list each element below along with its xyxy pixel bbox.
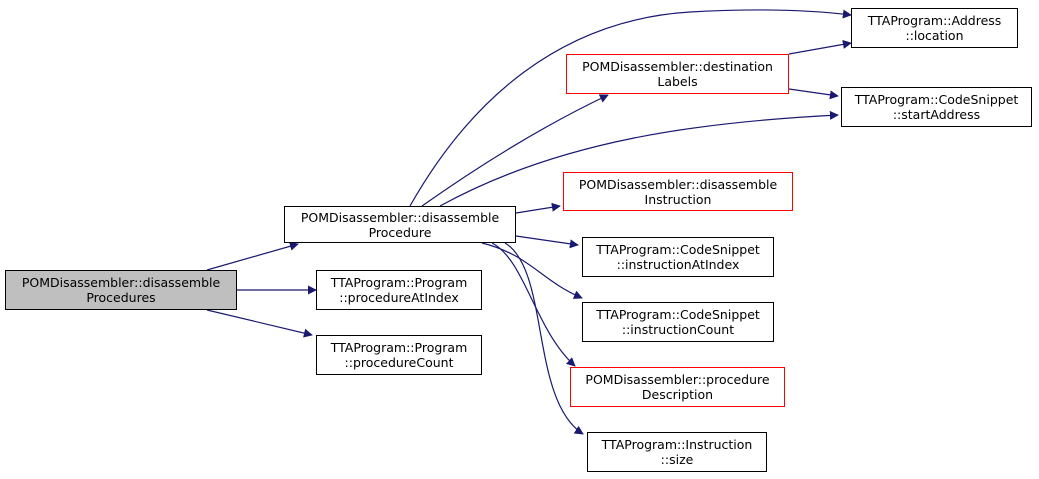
node-label-line2: ::startAddress xyxy=(892,107,981,122)
node-instruction-size[interactable]: TTAProgram::Instruction ::size xyxy=(587,432,767,472)
node-label-line2: ::location xyxy=(905,28,964,43)
node-label-line1: TTAProgram::CodeSnippet xyxy=(596,242,760,257)
node-label-line2: Instruction xyxy=(644,191,712,207)
node-label-line1: TTAProgram::CodeSnippet xyxy=(854,92,1019,107)
node-label-line1: TTAProgram::Address xyxy=(867,13,1002,28)
edge-root-to-procedure-count xyxy=(206,309,313,338)
edge-disassemble-procedure-to-procedure-description xyxy=(491,242,576,367)
node-label-line1: POMDisassembler::procedure xyxy=(585,372,770,387)
node-destination-labels[interactable]: POMDisassembler::destination Labels xyxy=(566,54,789,94)
node-disassemble-instruction[interactable]: POMDisassembler::disassemble Instruction xyxy=(563,172,793,211)
node-procedure-count[interactable]: TTAProgram::Program ::procedureCount xyxy=(316,335,482,375)
edge-disassemble-procedure-to-disassemble-instruction xyxy=(515,202,561,214)
node-label-line1: TTAProgram::Instruction xyxy=(601,437,753,452)
node-label-line1: POMDisassembler::destination xyxy=(582,59,773,74)
node-label-line1: POMDisassembler::disassemble xyxy=(21,275,221,290)
node-label-line2: ::instructionAtIndex xyxy=(616,257,740,272)
node-disassemble-procedures[interactable]: POMDisassembler::disassemble Procedures xyxy=(5,270,237,310)
node-label-line2: Description xyxy=(641,387,714,402)
edge-destination-labels-to-start-address xyxy=(788,88,839,100)
node-label-line1: POMDisassembler::disassemble xyxy=(300,209,500,225)
node-label-line2: Labels xyxy=(657,74,698,89)
node-label-line1: POMDisassembler::disassemble xyxy=(578,176,778,192)
node-label-line1: TTAProgram::CodeSnippet xyxy=(596,307,760,322)
node-label-line1: TTAProgram::Program xyxy=(330,275,468,290)
node-label-line2: ::procedureCount xyxy=(344,355,454,370)
node-label-line2: ::size xyxy=(660,452,694,467)
node-address-location[interactable]: TTAProgram::Address ::location xyxy=(851,8,1018,48)
node-instruction-at-index[interactable]: TTAProgram::CodeSnippet ::instructionAtI… xyxy=(582,237,774,277)
node-procedure-description[interactable]: POMDisassembler::procedure Description xyxy=(570,367,785,407)
node-label-line2: ::instructionCount xyxy=(621,322,735,337)
node-start-address[interactable]: TTAProgram::CodeSnippet ::startAddress xyxy=(841,87,1032,127)
edge-disassemble-procedure-to-start-address xyxy=(439,110,839,207)
edge-destination-labels-to-address-location xyxy=(788,39,852,55)
node-label-line2: Procedure xyxy=(368,224,432,240)
edge-disassemble-procedure-to-address-location xyxy=(409,9,852,207)
node-label-line1: TTAProgram::Program xyxy=(330,340,468,355)
node-disassemble-procedure[interactable]: POMDisassembler::disassemble Procedure xyxy=(284,206,516,243)
edge-disassemble-procedure-to-instruction-count xyxy=(481,242,583,299)
node-procedure-at-index[interactable]: TTAProgram::Program ::procedureAtIndex xyxy=(316,270,482,310)
node-label-line2: Procedures xyxy=(86,290,156,305)
edge-disassemble-procedure-to-destination-labels xyxy=(421,94,609,207)
node-label-line2: ::procedureAtIndex xyxy=(339,290,459,305)
node-instruction-count[interactable]: TTAProgram::CodeSnippet ::instructionCou… xyxy=(582,302,774,342)
edge-root-to-disassemble-procedure xyxy=(206,241,299,271)
edge-disassemble-procedure-to-instruction-at-index xyxy=(515,235,579,249)
edge-disassemble-procedure-to-instruction-size xyxy=(504,242,584,435)
